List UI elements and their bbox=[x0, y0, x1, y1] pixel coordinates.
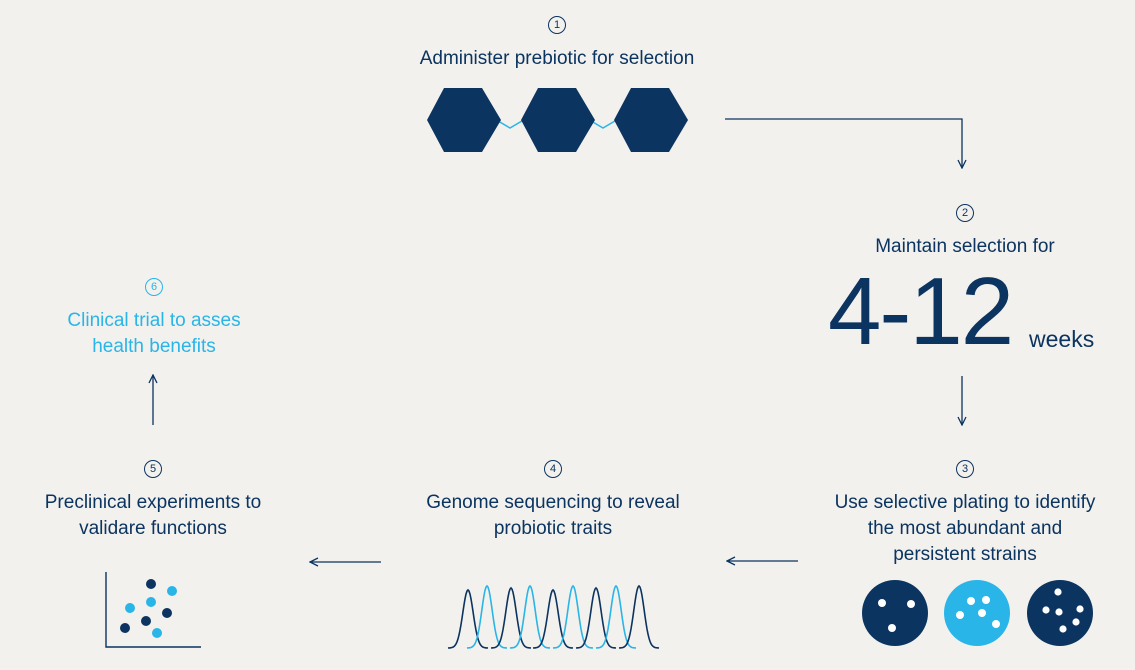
sequencing-peak bbox=[618, 584, 660, 649]
step-4-label-line-2: probiotic traits bbox=[493, 518, 613, 539]
step-number-4: 4 bbox=[544, 460, 562, 478]
arrow-step1-to-step2 bbox=[725, 118, 962, 168]
sequencing-peak bbox=[575, 586, 617, 649]
scatter-point bbox=[120, 623, 130, 633]
hexagon-2 bbox=[521, 88, 595, 152]
sequencing-peak bbox=[490, 586, 532, 649]
step-3-label-line-2: the most abundant and bbox=[867, 518, 1063, 539]
sequencing-peak bbox=[552, 584, 594, 649]
step-number-3: 3 bbox=[956, 460, 974, 478]
sequencing-peak bbox=[509, 584, 551, 649]
petri-dish-1 bbox=[862, 580, 928, 646]
sequencing-peaks-icon bbox=[447, 584, 660, 649]
petri-dish-3 bbox=[1027, 580, 1093, 646]
scatter-point bbox=[152, 628, 162, 638]
step-3-label-line-1: Use selective plating to identify bbox=[834, 492, 1096, 513]
scatter-point bbox=[162, 608, 172, 618]
step-2-label: Maintain selection for bbox=[875, 236, 1055, 257]
hexagon-3 bbox=[614, 88, 688, 152]
scatter-axes bbox=[105, 572, 201, 648]
step-3-label-line-3: persistent strains bbox=[893, 544, 1037, 565]
step-1: 1 Administer prebiotic for selection bbox=[357, 10, 757, 72]
scatter-point bbox=[146, 597, 156, 607]
step-4-label-line-1: Genome sequencing to reveal bbox=[426, 492, 680, 513]
petri-dish-2 bbox=[944, 580, 1010, 646]
petri-dish-icon bbox=[862, 580, 1093, 646]
hexagon-chain-icon bbox=[427, 88, 688, 152]
step-5: 5 Preclinical experiments to validare fu… bbox=[15, 454, 291, 542]
duration-unit: weeks bbox=[1029, 326, 1095, 352]
step-5-label-line-2: validare functions bbox=[79, 518, 227, 539]
step-1-label: Administer prebiotic for selection bbox=[419, 48, 695, 69]
sequencing-peak bbox=[595, 584, 637, 649]
sequencing-peak bbox=[447, 588, 489, 649]
sequencing-peak bbox=[466, 584, 508, 649]
hexagon-1 bbox=[427, 88, 501, 152]
step-5-label-line-1: Preclinical experiments to bbox=[44, 492, 262, 513]
step-2: 2 Maintain selection for bbox=[800, 198, 1130, 260]
scatter-point bbox=[125, 603, 135, 613]
step-number-6: 6 bbox=[145, 278, 163, 296]
step-4: 4 Genome sequencing to reveal probiotic … bbox=[395, 454, 711, 542]
scatter-point bbox=[141, 616, 151, 626]
scatter-point bbox=[167, 586, 177, 596]
step-6-label-line-1: Clinical trial to asses bbox=[67, 310, 241, 331]
step-3: 3 Use selective plating to identify the … bbox=[805, 454, 1125, 568]
scatter-point bbox=[146, 579, 156, 589]
step-number-5: 5 bbox=[144, 460, 162, 478]
step-number-2: 2 bbox=[956, 204, 974, 222]
duration-value: 4-12 bbox=[828, 258, 1014, 365]
step-6-label-line-2: health benefits bbox=[92, 336, 216, 357]
sequencing-peak bbox=[532, 588, 574, 649]
step-6: 6 Clinical trial to asses health benefit… bbox=[20, 272, 288, 360]
step-number-1: 1 bbox=[548, 16, 566, 34]
scatter-plot-icon bbox=[105, 572, 201, 648]
